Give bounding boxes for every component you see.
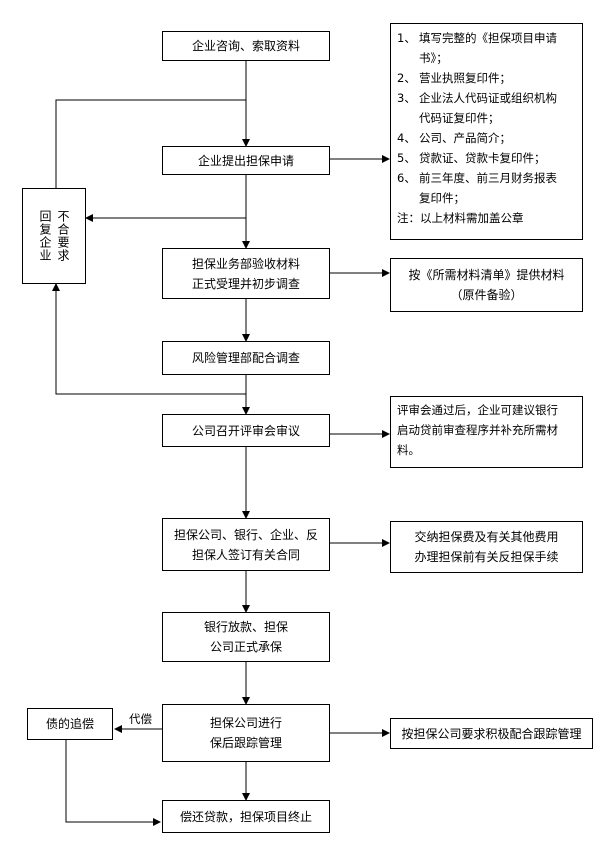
tracking-cooperation-box: 按担保公司要求积极配合跟踪管理 — [390, 718, 593, 749]
step-tracking: 担保公司进行 保后跟踪管理 — [162, 704, 330, 762]
doc-item-cont: 书》； — [419, 51, 448, 65]
review-line1: 评审会通过后，企业可建议银行 — [397, 403, 558, 417]
doc-item-text: 企业法人代码证或组织机构 — [419, 91, 557, 105]
reply-col2: 回复企业 — [38, 210, 52, 262]
doc-item-num: 1、 — [397, 31, 416, 45]
step-apply-text: 企业提出担保申请 — [197, 153, 294, 168]
step-loan-line2: 公司正式承保 — [209, 640, 282, 654]
step-close-text: 偿还贷款，担保项目终止 — [179, 809, 312, 824]
step-contract: 担保公司、银行、企业、反 担保人签订有关合同 — [162, 518, 330, 571]
step-risk-text: 风险管理部配合调查 — [191, 351, 300, 365]
step-tracking-line2: 保后跟踪管理 — [209, 736, 282, 750]
step-contract-line1: 担保公司、银行、企业、反 — [173, 527, 318, 542]
doc-item: 2、 营业执照复印件； — [397, 68, 576, 88]
recovery-box: 债的追偿 — [27, 708, 113, 740]
doc-item-num: 3、 — [397, 91, 416, 105]
review-line3: 料。 — [397, 443, 420, 457]
doc-item-text: 填写完整的《担保项目申请 — [419, 31, 557, 45]
materials-line2: （原件备验） — [450, 288, 523, 302]
docs-note: 注：以上材料需加盖公章 — [397, 211, 524, 225]
step-accept-line2: 正式受理并初步调查 — [191, 276, 300, 291]
step-loan-line1: 银行放款、担保 — [203, 620, 288, 634]
step-risk: 风险管理部配合调查 — [162, 341, 330, 375]
reply-box: 不合要求 回复企业 — [22, 188, 86, 284]
doc-item-text: 贷款证、贷款卡复印件； — [419, 151, 546, 165]
doc-item: 5、 贷款证、贷款卡复印件； — [397, 148, 576, 168]
fees-line1: 交纳担保费及有关其他费用 — [414, 530, 559, 544]
loop-review-to-reply — [52, 283, 246, 395]
compensation-label: 代偿 — [129, 712, 152, 726]
recovery-text: 债的追偿 — [45, 717, 94, 731]
doc-item-num: 6、 — [397, 171, 416, 185]
doc-item: 3、 企业法人代码证或组织机构 — [397, 88, 576, 108]
required-docs-list: 1、 填写完整的《担保项目申请 书》； 2、 营业执照复印件； 3、 企业法人代… — [390, 23, 583, 240]
fees-box: 交纳担保费及有关其他费用 办理担保前有关反担保手续 — [390, 521, 583, 573]
step-accept: 担保业务部验收材料 正式受理并初步调查 — [162, 248, 330, 299]
step-consult-text: 企业咨询、索取资料 — [191, 39, 300, 53]
arrow-recovery-s9 — [65, 740, 161, 826]
step-accept-line1: 担保业务部验收材料 — [191, 256, 300, 271]
step-tracking-line1: 担保公司进行 — [209, 716, 282, 730]
step-consult: 企业咨询、索取资料 — [162, 31, 330, 61]
materials-line1: 按《所需材料清单》提供材料 — [408, 268, 565, 282]
review-line2: 启动贷前审查程序并补充所需材 — [397, 423, 558, 437]
doc-item: 6、 前三年度、前三月财务报表 — [397, 168, 576, 188]
reply-text: 不合要求 回复企业 — [36, 210, 72, 262]
tracking-cooperation-text: 按担保公司要求积极配合跟踪管理 — [401, 726, 582, 741]
doc-item-cont: 复印件； — [419, 191, 465, 205]
doc-item-cont: 代码证复印件； — [419, 111, 500, 125]
doc-item: 1、 填写完整的《担保项目申请 — [397, 28, 576, 48]
doc-item-num: 2、 — [397, 71, 416, 85]
step-review: 公司召开评审会审议 — [162, 414, 330, 447]
step-contract-line2: 担保人签订有关合同 — [191, 547, 300, 562]
materials-box: 按《所需材料清单》提供材料 （原件备验） — [390, 258, 583, 312]
step-close: 偿还贷款，担保项目终止 — [162, 800, 330, 833]
step-apply: 企业提出担保申请 — [162, 146, 330, 175]
fees-line2: 办理担保前有关反担保手续 — [414, 550, 559, 564]
doc-item: 4、 公司、产品简介； — [397, 128, 576, 148]
doc-item-num: 4、 — [397, 131, 416, 145]
doc-item-num: 5、 — [397, 151, 416, 165]
reply-col1: 不合要求 — [56, 210, 70, 262]
step-loan: 银行放款、担保 公司正式承保 — [162, 612, 330, 662]
doc-item-text: 公司、产品简介； — [419, 131, 511, 145]
loop-reply-to-s2 — [55, 99, 246, 188]
doc-item-text: 营业执照复印件； — [419, 71, 511, 85]
review-note-box: 评审会通过后，企业可建议银行 启动贷前审查程序并补充所需材 料。 — [390, 396, 583, 468]
doc-item-text: 前三年度、前三月财务报表 — [419, 171, 557, 185]
step-review-text: 公司召开评审会审议 — [191, 423, 300, 438]
